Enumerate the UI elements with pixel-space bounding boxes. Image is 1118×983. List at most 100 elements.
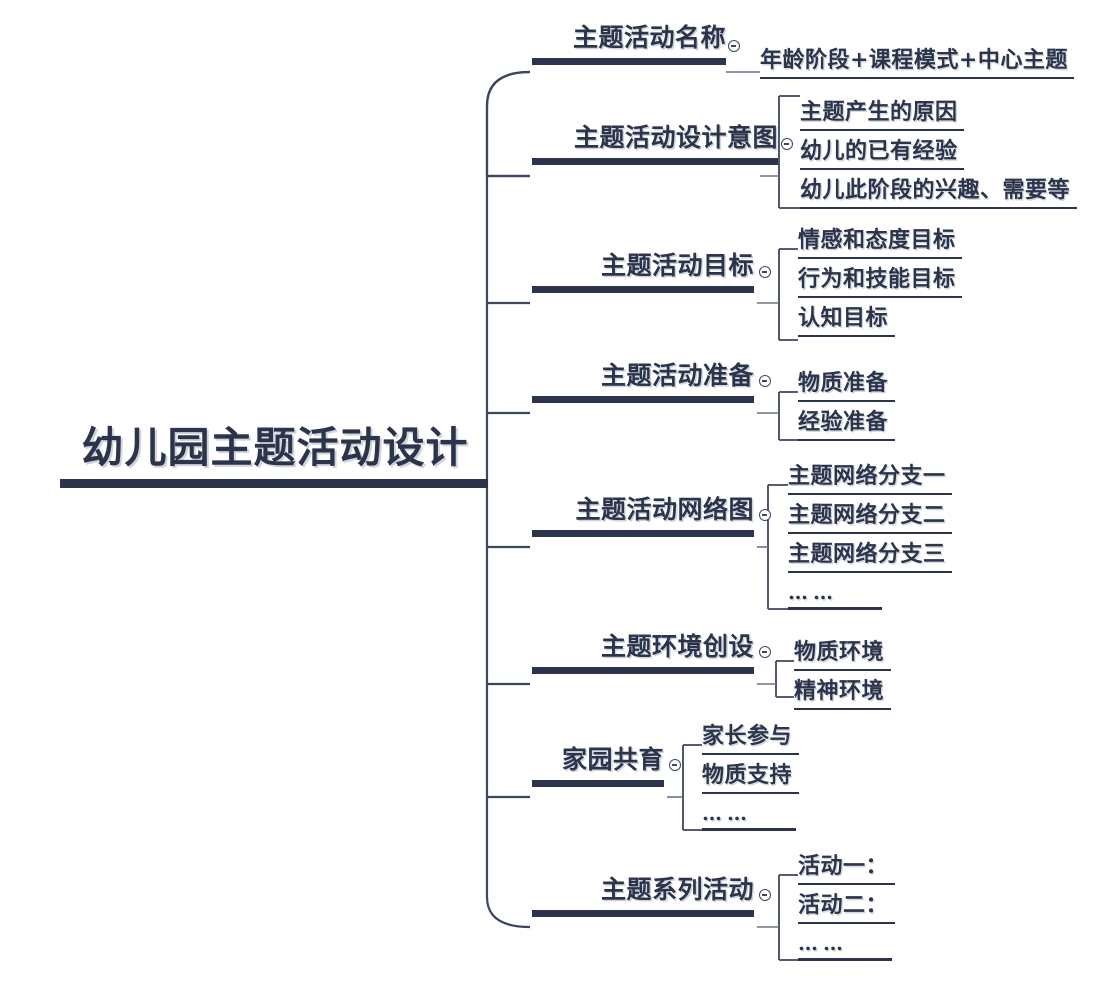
collapse-toggle-8[interactable] (759, 889, 771, 901)
collapse-toggle-3[interactable] (759, 266, 771, 278)
subnode-label-5-4: …… (788, 580, 838, 604)
subnode-label-2-3: 幼儿此阶段的兴趣、需要等 (800, 177, 1071, 203)
collapse-toggle-2[interactable] (781, 138, 793, 150)
subnode-5-3[interactable]: 主题网络分支三 (788, 541, 952, 574)
subnode-1-1[interactable]: 年龄阶段+课程模式+中心主题 (760, 47, 1074, 80)
branch-underline-4 (532, 395, 754, 403)
subnode-3-3[interactable]: 认知目标 (798, 305, 895, 338)
branch-label-3: 主题活动目标 (600, 251, 754, 280)
branch-underline-6 (532, 666, 754, 674)
subnode-label-8-2: 活动二： (798, 892, 889, 918)
branch-label-2: 主题活动设计意图 (573, 123, 778, 152)
subnode-8-2[interactable]: 活动二： (798, 892, 895, 925)
subnode-label-3-3: 认知目标 (798, 305, 889, 331)
subnode-7-1[interactable]: 家长参与 (702, 723, 799, 756)
root-node[interactable]: 幼儿园主题活动设计 (60, 423, 490, 489)
collapse-toggle-5[interactable] (759, 509, 771, 521)
subnode-label-5-3: 主题网络分支三 (788, 541, 946, 567)
branch-node-7[interactable]: 家园共育 (532, 745, 664, 787)
subnode-7-2[interactable]: 物质支持 (702, 762, 799, 795)
subnode-4-1[interactable]: 物质准备 (798, 370, 895, 403)
subnode-label-7-2: 物质支持 (702, 762, 793, 788)
branch-node-4[interactable]: 主题活动准备 (532, 361, 754, 403)
subnode-label-6-1: 物质环境 (794, 639, 885, 665)
subnode-2-2[interactable]: 幼儿的已有经验 (800, 138, 964, 171)
branch-node-2[interactable]: 主题活动设计意图 (532, 123, 778, 165)
branch-underline-8 (532, 909, 754, 917)
subnode-underline-5-2 (788, 531, 952, 535)
subnode-underline-4-2 (798, 438, 895, 442)
subnode-5-4[interactable]: …… (788, 580, 882, 610)
subnode-underline-7-1 (702, 752, 799, 756)
subnode-underline-8-2 (798, 921, 895, 925)
subnode-underline-8-3 (798, 958, 892, 961)
subnode-7-3[interactable]: …… (702, 801, 796, 831)
subnode-underline-2-3 (800, 206, 1077, 210)
collapse-toggle-1[interactable] (728, 40, 740, 52)
subnode-underline-3-2 (798, 295, 962, 299)
subnode-underline-3-3 (798, 334, 895, 338)
subnode-2-1[interactable]: 主题产生的原因 (800, 99, 964, 132)
subnode-label-3-1: 情感和态度目标 (798, 227, 956, 253)
branch-stub-1 (485, 70, 531, 178)
subnode-underline-2-1 (800, 128, 964, 132)
subnode-underline-3-1 (798, 256, 962, 260)
collapse-toggle-4[interactable] (759, 375, 771, 387)
branch-underline-3 (532, 285, 754, 293)
branch-label-4: 主题活动准备 (600, 361, 754, 390)
subnode-8-3[interactable]: …… (798, 931, 892, 961)
branch-label-8: 主题系列活动 (600, 875, 754, 904)
branch-label-7: 家园共育 (561, 745, 664, 774)
subnode-underline-5-4 (788, 607, 882, 610)
collapse-toggle-6[interactable] (759, 646, 771, 658)
subnode-label-8-3: …… (798, 931, 848, 955)
subnode-label-7-1: 家长参与 (702, 723, 793, 749)
subnode-3-2[interactable]: 行为和技能目标 (798, 266, 962, 299)
branch-node-8[interactable]: 主题系列活动 (532, 875, 754, 917)
subnode-label-4-2: 经验准备 (798, 409, 889, 435)
branch-underline-7 (532, 779, 664, 787)
subnode-label-2-1: 主题产生的原因 (800, 99, 958, 125)
branch-label-6: 主题环境创设 (600, 632, 754, 661)
subnode-underline-5-3 (788, 570, 952, 574)
subnode-label-7-3: …… (702, 801, 752, 825)
subnode-underline-7-3 (702, 828, 796, 831)
spine-path (485, 70, 531, 929)
subnode-label-5-2: 主题网络分支二 (788, 502, 946, 528)
subnode-label-1-1: 年龄阶段+课程模式+中心主题 (760, 47, 1068, 73)
subnode-label-4-1: 物质准备 (798, 370, 889, 396)
branch-label-5: 主题活动网络图 (575, 495, 754, 524)
subnode-underline-2-2 (800, 167, 964, 171)
subnode-3-1[interactable]: 情感和态度目标 (798, 227, 962, 260)
subnode-underline-7-2 (702, 791, 799, 795)
collapse-toggle-7[interactable] (669, 759, 681, 771)
subnode-label-5-1: 主题网络分支一 (788, 463, 946, 489)
subnode-2-3[interactable]: 幼儿此阶段的兴趣、需要等 (800, 177, 1077, 210)
branch-underline-2 (532, 157, 778, 165)
subnode-label-3-2: 行为和技能目标 (798, 266, 956, 292)
subnode-underline-1-1 (760, 76, 1074, 80)
branch-underline-1 (532, 57, 726, 65)
subnode-6-1[interactable]: 物质环境 (794, 639, 891, 672)
subnode-label-6-2: 精神环境 (794, 678, 885, 704)
subnode-underline-5-1 (788, 492, 952, 496)
subnode-label-2-2: 幼儿的已有经验 (800, 138, 958, 164)
branch-node-5[interactable]: 主题活动网络图 (532, 495, 754, 537)
subnode-5-1[interactable]: 主题网络分支一 (788, 463, 952, 496)
root-label: 幼儿园主题活动设计 (81, 423, 469, 472)
subnode-4-2[interactable]: 经验准备 (798, 409, 895, 442)
branch-underline-5 (532, 529, 754, 537)
branch-node-3[interactable]: 主题活动目标 (532, 251, 754, 293)
branch-node-1[interactable]: 主题活动名称 (532, 23, 726, 65)
subnode-label-8-1: 活动一： (798, 853, 889, 879)
subnode-8-1[interactable]: 活动一： (798, 853, 895, 886)
subnode-underline-4-1 (798, 399, 895, 403)
branch-label-1: 主题活动名称 (572, 23, 726, 52)
branch-node-6[interactable]: 主题环境创设 (532, 632, 754, 674)
subnode-underline-6-2 (794, 707, 891, 711)
subnode-underline-6-1 (794, 668, 891, 672)
subnode-underline-8-1 (798, 882, 895, 886)
subnode-5-2[interactable]: 主题网络分支二 (788, 502, 952, 535)
subnode-6-2[interactable]: 精神环境 (794, 678, 891, 711)
